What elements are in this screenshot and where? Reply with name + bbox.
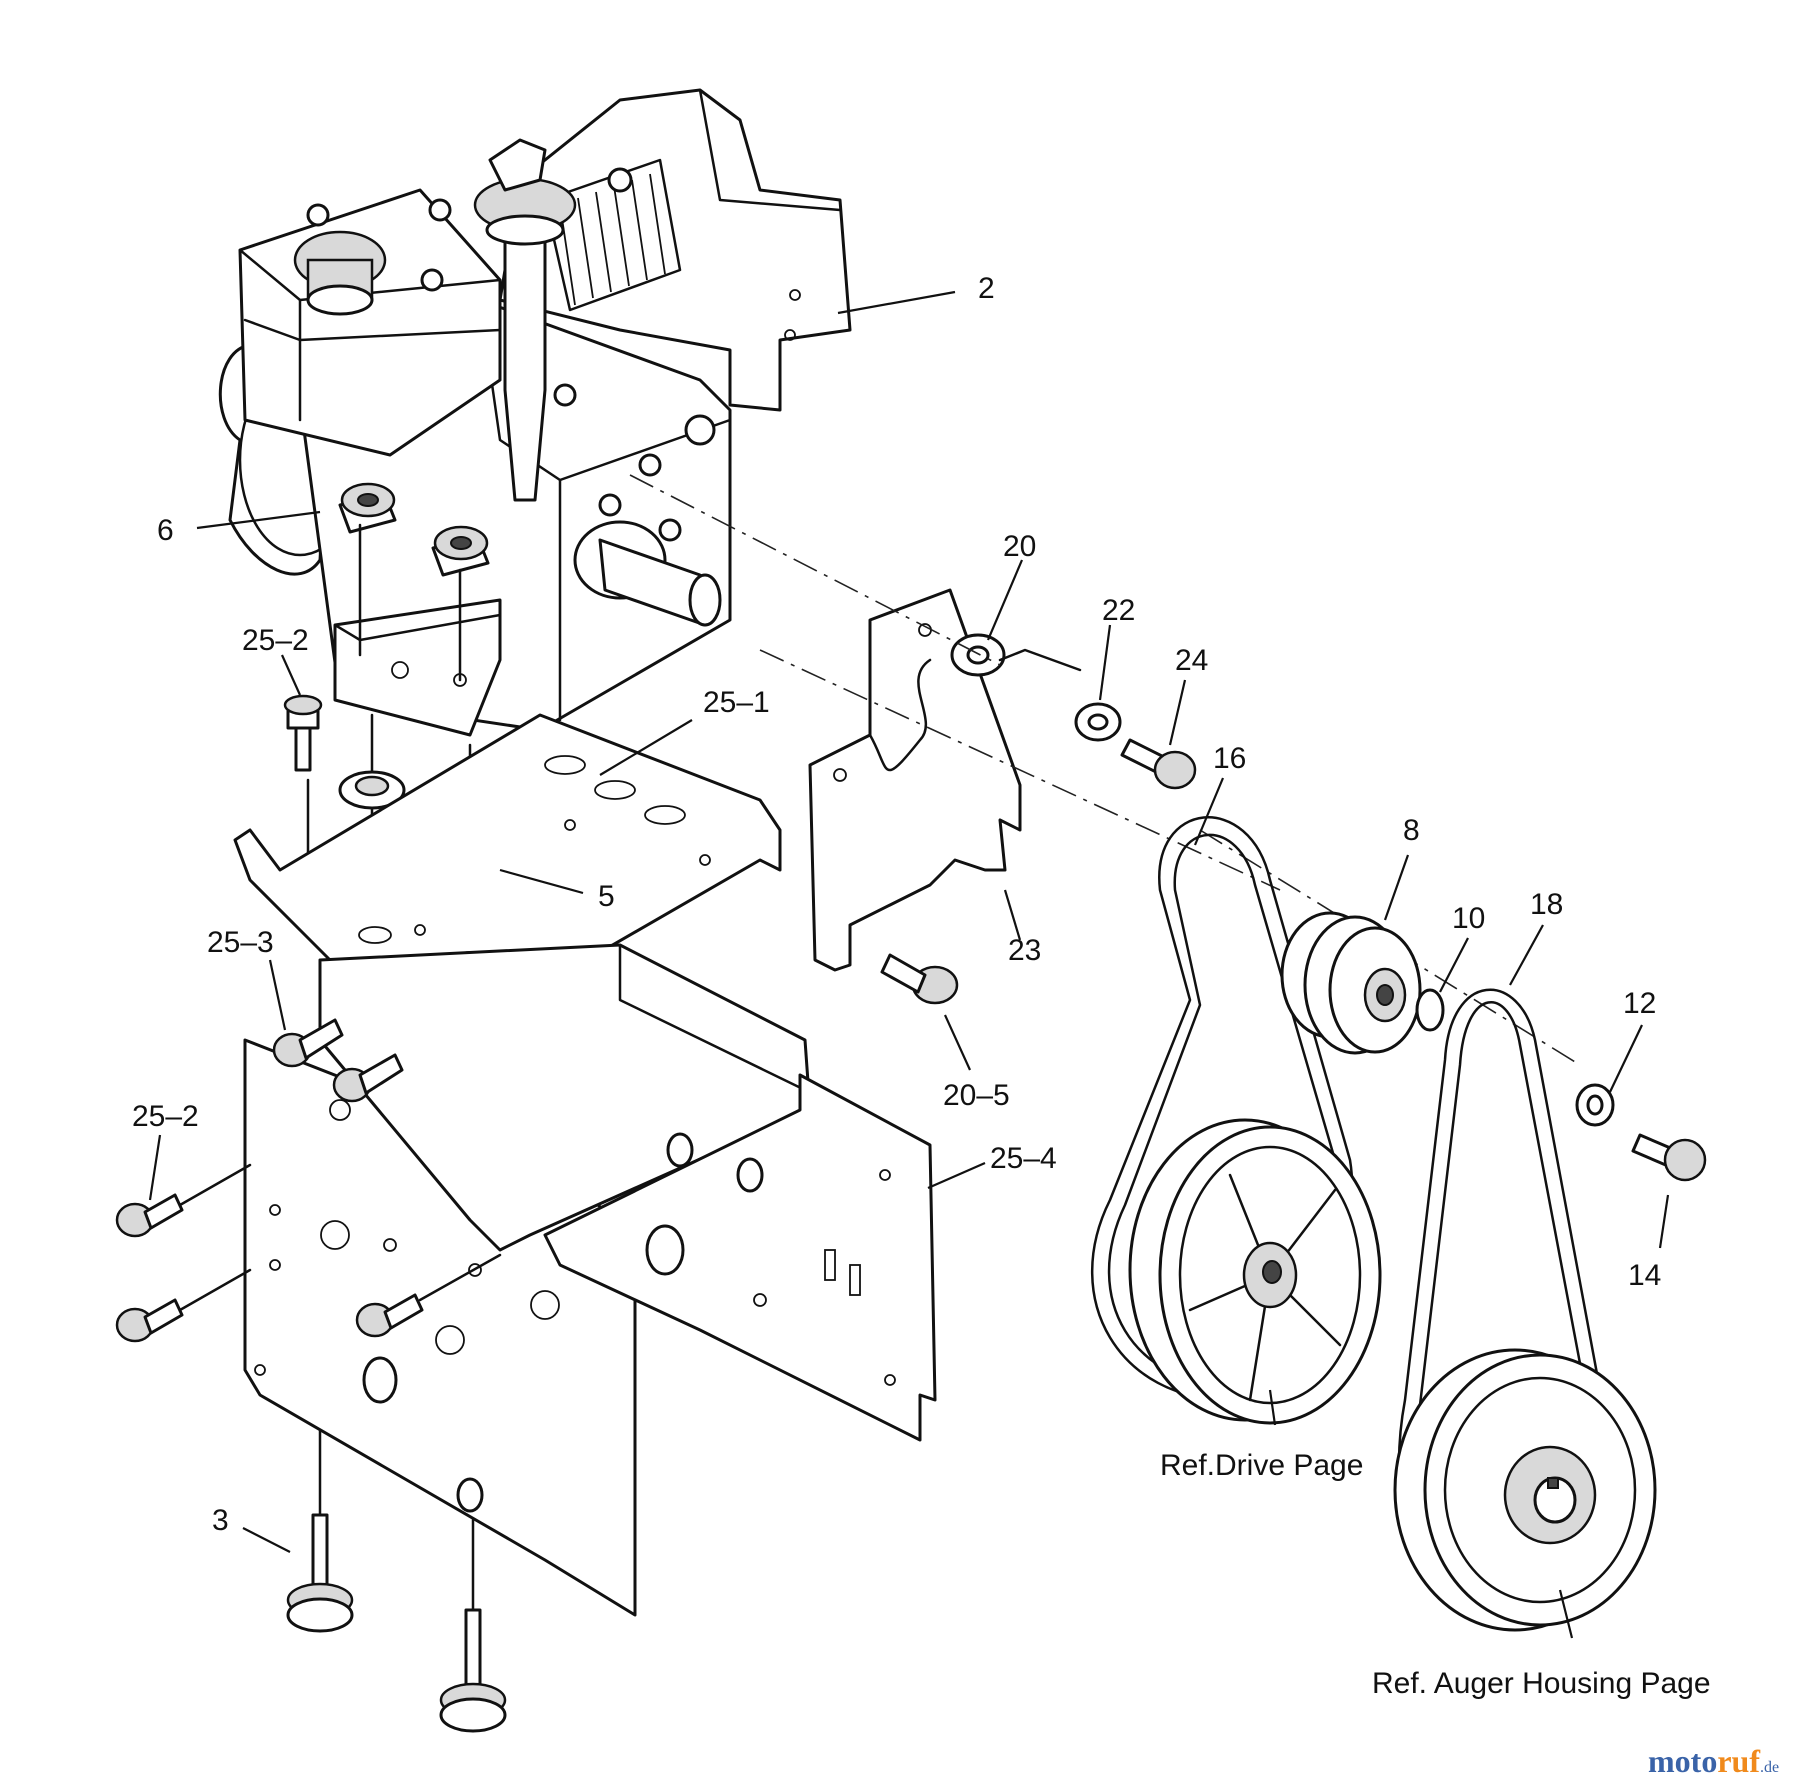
callout-18: 18 xyxy=(1530,888,1563,921)
leader-lines xyxy=(148,290,1670,1639)
bottom-bolt-left xyxy=(286,1513,354,1633)
bolt-25-3-a xyxy=(272,1018,344,1068)
bolt-24 xyxy=(1120,738,1197,790)
crankshaft xyxy=(573,520,722,627)
mounting-nut-left xyxy=(338,482,397,534)
oil-fill-tube xyxy=(473,177,577,502)
callout-23: 23 xyxy=(1008,934,1041,967)
callout-16: 16 xyxy=(1213,742,1246,775)
callout-25-4: 25–4 xyxy=(990,1142,1057,1175)
callout-5: 5 xyxy=(598,880,615,913)
fuel-tank xyxy=(238,188,502,457)
callout-25-3: 25–3 xyxy=(207,926,274,959)
callout-6: 6 xyxy=(157,514,174,547)
callout-25-1: 25–1 xyxy=(703,686,770,719)
ref-auger-housing-page: Ref. Auger Housing Page xyxy=(1372,1667,1711,1700)
mounting-nut-right xyxy=(431,525,490,577)
callout-12: 12 xyxy=(1623,987,1656,1020)
bolt-20-5 xyxy=(880,953,959,1005)
bolt-25-2-top xyxy=(283,694,323,862)
ref-drive-page: Ref.Drive Page xyxy=(1160,1449,1363,1482)
washer-12 xyxy=(1575,1083,1615,1127)
callout-2: 2 xyxy=(978,272,995,305)
callout-25-2-left: 25–2 xyxy=(132,1100,199,1133)
bolt-25-2-left-b xyxy=(115,1298,184,1343)
callout-22: 22 xyxy=(1102,594,1135,627)
bolt-14 xyxy=(1631,1133,1707,1182)
belt-guard-bracket xyxy=(808,588,1022,972)
callout-20-5: 20–5 xyxy=(943,1079,1010,1112)
engine-assembly xyxy=(218,88,852,737)
callout-25-2-top: 25–2 xyxy=(242,624,309,657)
auger-pulley xyxy=(1393,1348,1657,1632)
callout-14: 14 xyxy=(1628,1259,1661,1292)
watermark-logo: motoruf.de xyxy=(1648,1743,1779,1779)
callout-20: 20 xyxy=(1003,530,1036,563)
callout-8: 8 xyxy=(1403,814,1420,847)
frame-assembly xyxy=(243,943,937,1617)
bolt-25-2-left-a xyxy=(115,1193,184,1238)
bolt-frame-front xyxy=(355,1293,424,1338)
svg-text:motoruf.de: motoruf.de xyxy=(1648,1743,1779,1779)
washer-22 xyxy=(1074,702,1122,742)
bottom-bolt-right xyxy=(439,1608,507,1733)
washer-10 xyxy=(1415,988,1445,1032)
idler-arm-washer-20 xyxy=(950,633,1082,677)
bolt-25-3-b xyxy=(332,1053,404,1103)
callout-24: 24 xyxy=(1175,644,1208,677)
callout-3: 3 xyxy=(212,1504,229,1537)
lock-washer-1 xyxy=(338,770,406,810)
drive-pulley xyxy=(1128,1118,1382,1425)
engine-pulley-8 xyxy=(1280,911,1422,1055)
callout-10: 10 xyxy=(1452,902,1485,935)
